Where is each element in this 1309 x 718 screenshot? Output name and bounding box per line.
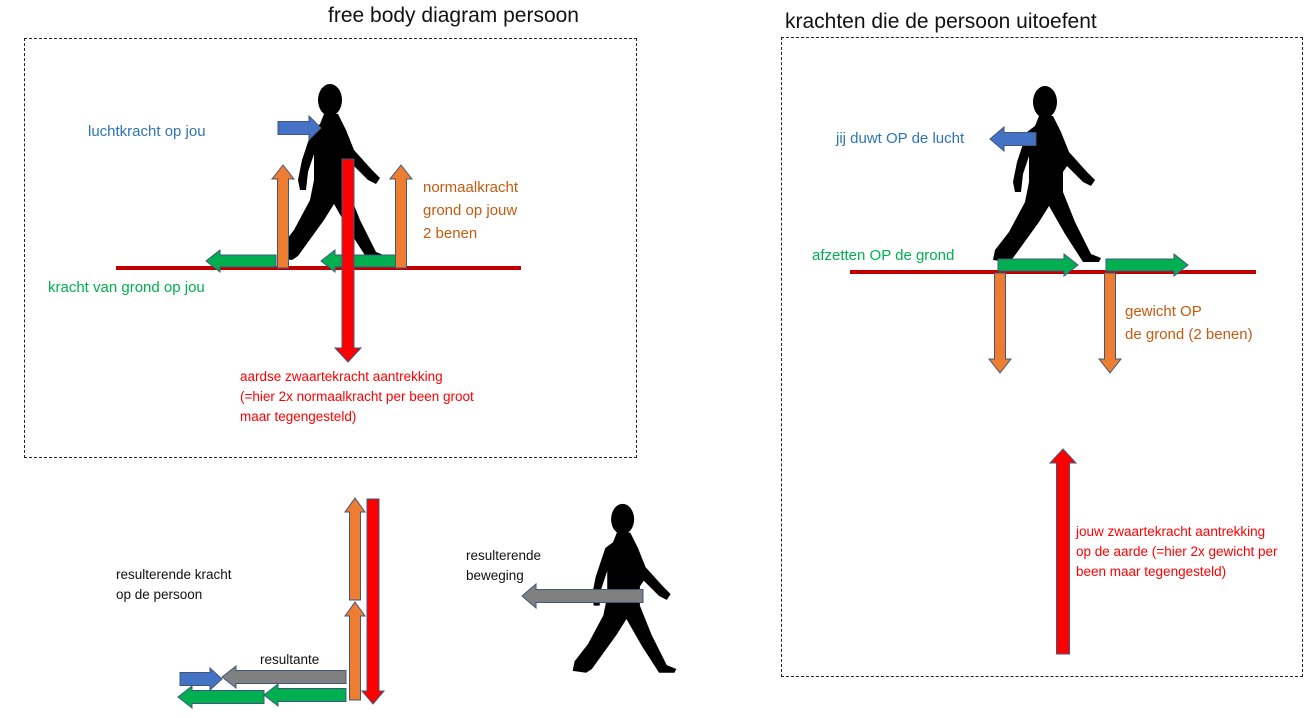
label-ground-force: kracht van grond op jou <box>48 279 205 296</box>
arrow-weight-front <box>1097 272 1123 374</box>
walker-silhouette-right <box>993 86 1101 262</box>
label-resultant-force: resulterende kracht op de persoon <box>116 567 232 602</box>
label-resultant: resultante <box>260 652 320 667</box>
arrow-resultant-air <box>179 666 223 692</box>
walker-silhouette-left <box>278 84 386 260</box>
arrow-air-force-left <box>277 114 322 142</box>
left-panel-frame <box>24 38 637 458</box>
arrow-resultant-ground-rear <box>177 684 265 710</box>
label-push-air: jij duwt OP de lucht <box>836 130 965 147</box>
arrow-resultant-ground-front <box>263 682 347 708</box>
label-air-force-on-you: luchtkracht op jou <box>88 123 206 140</box>
label-weight-on-ground: gewicht OP de grond (2 benen) <box>1125 303 1253 343</box>
left-panel-title: free body diagram persoon <box>328 4 579 27</box>
arrow-gravity-on-earth <box>1048 448 1078 655</box>
arrow-resultant-normal-lower <box>344 601 366 701</box>
arrow-resultant-normal-upper <box>344 497 366 601</box>
arrow-normal-force-rear <box>270 164 296 269</box>
walker-silhouette-bottom <box>572 503 677 673</box>
label-your-gravity-on-earth: jouw zwaartekracht aantrekking op de aar… <box>1076 524 1278 579</box>
arrow-normal-force-front <box>388 164 414 269</box>
arrow-weight-rear <box>987 272 1013 374</box>
arrow-push-air <box>989 125 1037 153</box>
arrow-ground-force-front <box>320 248 403 274</box>
arrow-push-ground-rear <box>997 252 1079 278</box>
right-panel-title: krachten die de persoon uitoefent <box>785 10 1097 33</box>
label-earth-gravity: aardse zwaartekracht aantrekking (=hier … <box>240 369 474 424</box>
arrow-resultant-motion <box>521 582 644 610</box>
arrow-gravity-left <box>333 158 363 363</box>
arrow-resultant <box>221 664 347 690</box>
right-panel-frame <box>781 37 1303 677</box>
arrow-push-ground-front <box>1105 252 1189 278</box>
arrow-resultant-gravity <box>360 498 386 705</box>
label-resultant-motion: resulterende beweging <box>466 548 542 583</box>
label-normal-force: normaalkracht grond op jouw 2 benen <box>423 179 519 242</box>
arrow-ground-force-rear <box>205 248 277 274</box>
label-push-ground: afzetten OP de grond <box>812 247 955 264</box>
